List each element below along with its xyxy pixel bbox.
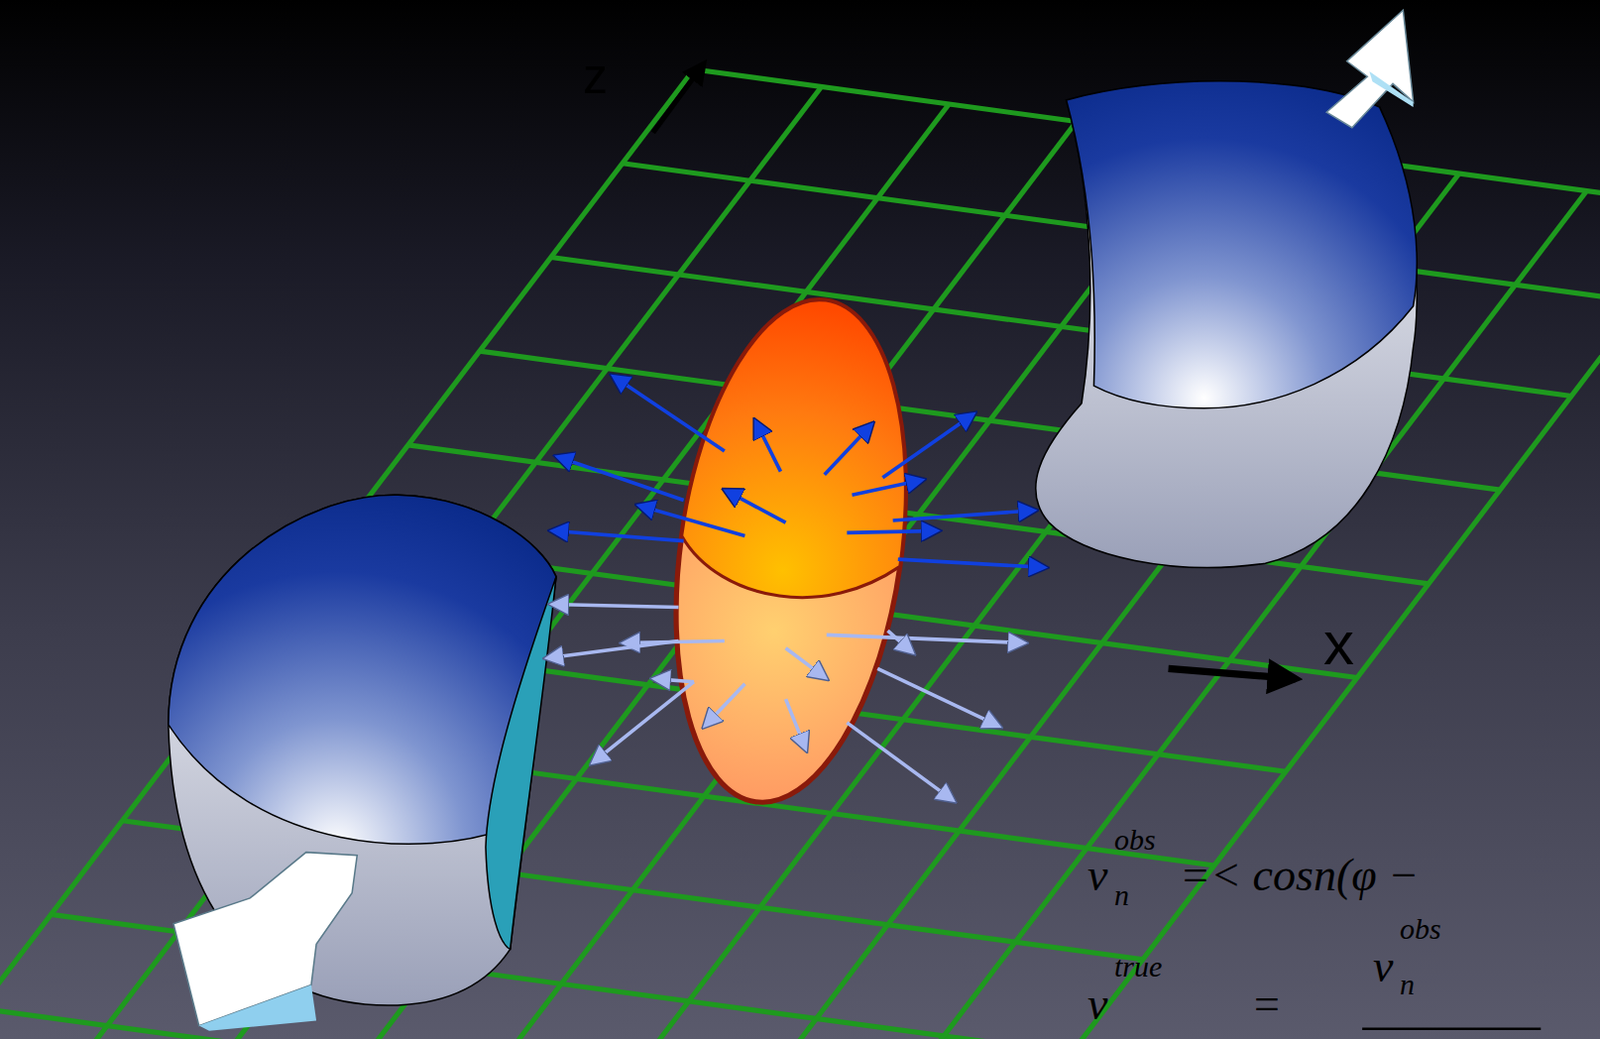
flow-arrow	[591, 682, 694, 764]
grid-line	[0, 1008, 1001, 1039]
flow-arrow	[546, 641, 680, 660]
grid-line	[0, 69, 694, 1039]
flow-arrow	[755, 420, 782, 471]
flow-arrow	[551, 530, 685, 541]
flow-arrow	[846, 722, 954, 801]
fraction-bar	[1362, 1027, 1541, 1030]
flow-arrow	[556, 456, 685, 500]
formula-symbol: v	[1087, 981, 1108, 1028]
flow-arrow	[637, 505, 745, 537]
formula-symbol: v	[1087, 852, 1108, 899]
flow-arrow	[786, 648, 827, 680]
axis-label: z	[582, 51, 608, 102]
axis-label: x	[1323, 612, 1355, 675]
flow-arrow	[703, 684, 745, 727]
flow-arrow	[653, 679, 694, 683]
flow-arrow	[551, 603, 680, 607]
flow-arrow	[877, 668, 1001, 727]
formula-text: =< cosn(φ −	[1179, 852, 1419, 899]
formula-superscript: obs	[1114, 824, 1156, 855]
flow-arrow	[888, 630, 915, 654]
flow-arrow	[898, 559, 1046, 568]
formula-text: =	[1251, 981, 1282, 1028]
formula-subscript: n	[1399, 969, 1415, 1000]
flow-arrow	[851, 479, 923, 495]
formula-superscript: true	[1114, 951, 1162, 982]
flow-arrow	[724, 489, 787, 523]
formula-symbol: v	[1372, 943, 1393, 990]
flow-arrow	[826, 634, 1027, 643]
flow-arrow	[882, 413, 975, 478]
flow-arrow	[612, 375, 725, 452]
flow-arrow	[824, 423, 873, 474]
formula-subscript: n	[1114, 880, 1130, 911]
formula-superscript: obs	[1399, 914, 1442, 944]
flow-arrow	[786, 698, 807, 750]
flow-arrow	[846, 530, 939, 533]
grid-line	[163, 104, 950, 1039]
flow-arrow	[893, 510, 1036, 521]
